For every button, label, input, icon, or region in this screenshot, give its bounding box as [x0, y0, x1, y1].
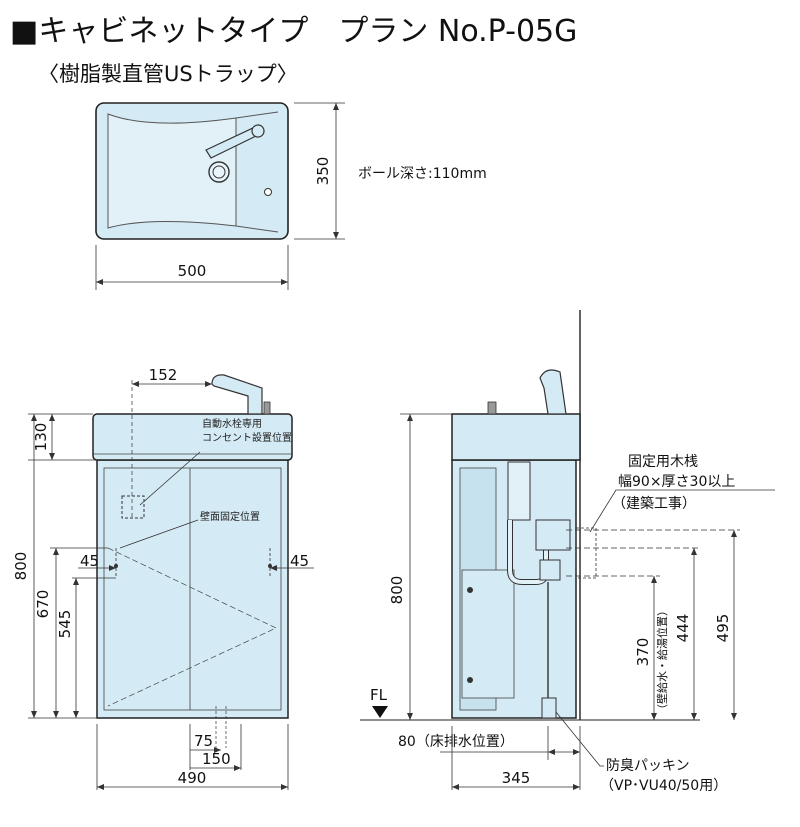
bowl-depth-note: ボール深さ:110mm — [358, 166, 487, 182]
fl-label: FL — [370, 686, 388, 704]
dim-side-444: 444 — [674, 614, 692, 643]
trap-pipe — [507, 461, 531, 521]
fl-marker-icon — [372, 706, 388, 718]
wood-note-line3: （建築工事） — [612, 496, 696, 512]
dim-front-490: 490 — [178, 769, 207, 787]
faucet-icon — [211, 374, 263, 415]
dim-front-670: 670 — [34, 590, 52, 619]
page-title: ■キャビネットタイプ プラン No.P-05G — [10, 14, 578, 49]
dim-front-545: 545 — [56, 610, 74, 639]
side-view: 固定用木桟 幅90×厚さ30以上 （建築工事） 370 （壁給水・給湯位置） 4… — [360, 310, 775, 794]
dim-front-45-left: 45 — [80, 552, 99, 570]
seal-note-line1: 防臭パッキン — [606, 758, 690, 774]
page-subtitle: 〈樹脂製直管USトラップ〉 — [38, 62, 298, 86]
outlet-note-line1: 自動水栓専用 — [202, 417, 262, 430]
cabinet-body — [96, 459, 289, 719]
dim-top-depth: 350 — [314, 157, 332, 186]
valve-body — [535, 519, 571, 551]
dim-side-345: 345 — [502, 769, 531, 787]
dim-front-45-right: 45 — [290, 552, 309, 570]
dim-front-800: 800 — [12, 552, 30, 581]
dim-front-130: 130 — [32, 423, 50, 452]
dim-top-width: 500 — [178, 262, 207, 280]
wall-fix-note: 壁面固定位置 — [200, 510, 260, 523]
front-view: 自動水栓専用 コンセント設置位置 壁面固定位置 152 800 130 670 … — [12, 366, 314, 790]
countertop-side — [451, 413, 581, 461]
seal-note-line2: （VP･VU40/50用） — [600, 778, 727, 794]
faucet-side-icon — [539, 369, 567, 415]
top-view: 500 350 ボール深さ:110mm — [95, 102, 487, 290]
dim-side-495: 495 — [714, 614, 732, 643]
supply-note: （壁給水・給湯位置） — [655, 605, 669, 715]
dim-side-370: 370 — [634, 638, 652, 667]
wood-batten — [575, 527, 597, 579]
wood-note-line2: 幅90×厚さ30以上 — [618, 474, 735, 490]
dim-front-150: 150 — [202, 750, 231, 768]
dim-front-152: 152 — [149, 366, 178, 384]
dim-side-800: 800 — [388, 576, 406, 605]
drain-icon — [208, 161, 230, 183]
drain-position-note: 80（床排水位置） — [398, 734, 514, 750]
dim-front-75: 75 — [194, 732, 213, 750]
outlet-box — [121, 495, 145, 519]
wood-note-line1: 固定用木桟 — [628, 454, 698, 470]
outlet-note-line2: コンセント設置位置 — [202, 431, 292, 444]
countertop — [92, 413, 293, 461]
